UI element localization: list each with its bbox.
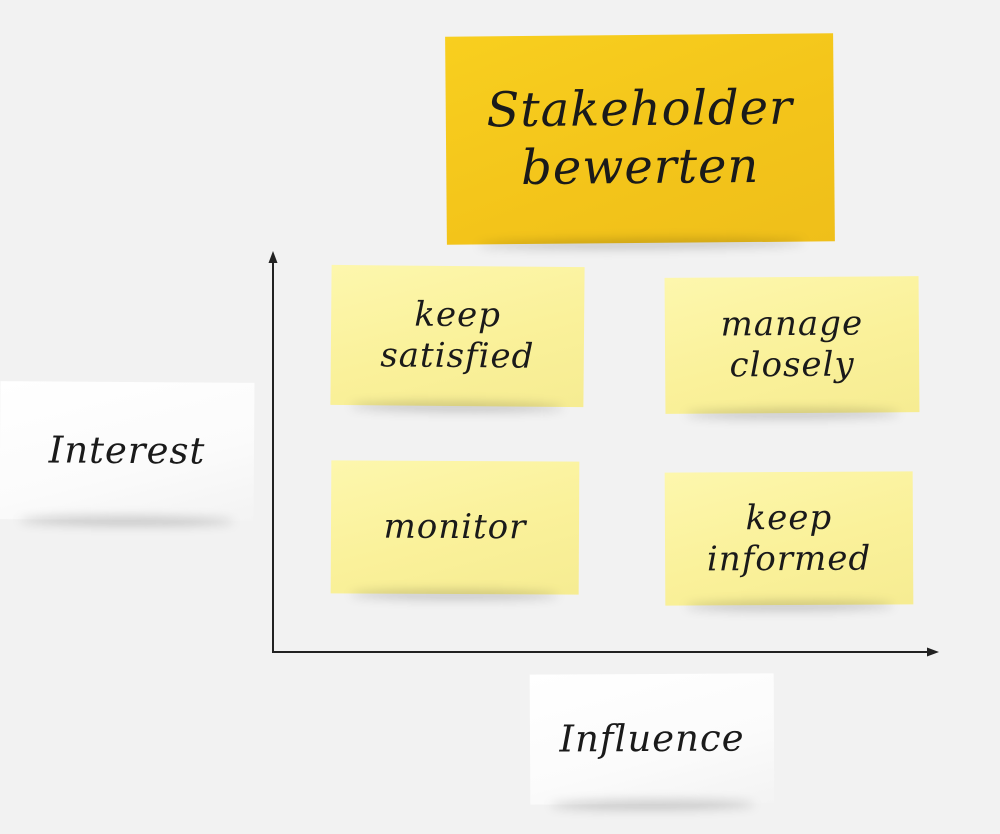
x-axis-arrowhead [927, 647, 939, 657]
title-line-1: Stakeholder [486, 80, 794, 139]
keep-informed-line-2: informed [706, 538, 872, 579]
keep-satisfied-line-1: keep [414, 294, 502, 336]
quadrant-note-keep-informed[interactable]: keep informed [664, 471, 914, 606]
manage-closely-line-1: manage [720, 303, 864, 345]
y-axis-arrowhead [268, 251, 278, 263]
monitor-line-1: monitor [383, 506, 527, 548]
x-axis-label: Influence [559, 716, 745, 761]
keep-informed-line-1: keep [745, 497, 833, 538]
y-axis-label-note[interactable]: Interest [0, 381, 255, 521]
title-line-2: bewerten [520, 137, 760, 197]
title-sticky-note[interactable]: Stakeholder bewerten [445, 33, 835, 245]
quadrant-note-manage-closely[interactable]: manage closely [664, 276, 920, 414]
y-axis-label: Interest [48, 428, 206, 473]
quadrant-note-monitor[interactable]: monitor [330, 460, 580, 595]
keep-satisfied-line-2: satisfied [380, 335, 535, 377]
manage-closely-line-2: closely [729, 344, 855, 386]
quadrant-note-keep-satisfied[interactable]: keep satisfied [330, 264, 585, 408]
x-axis-label-note[interactable]: Influence [529, 673, 775, 805]
